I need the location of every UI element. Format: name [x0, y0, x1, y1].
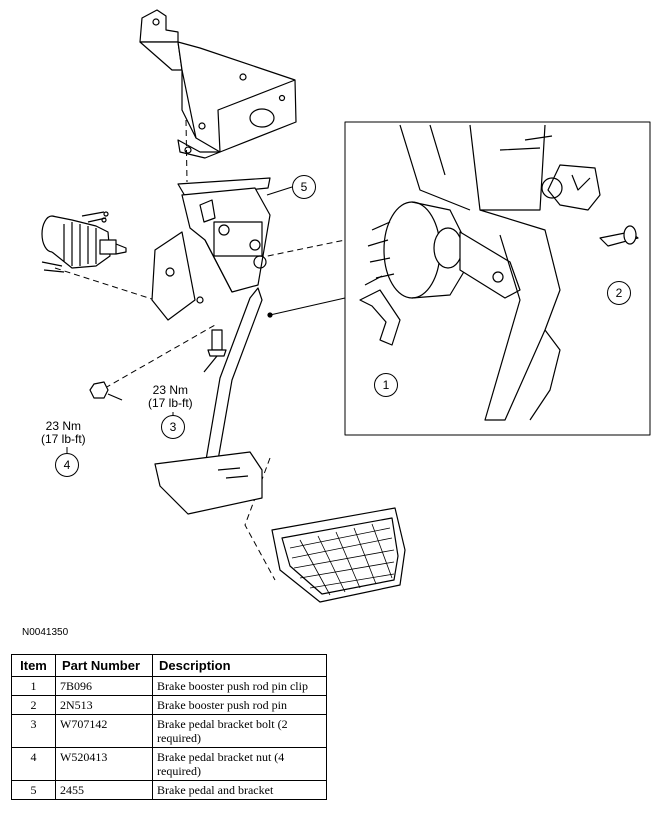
header-description: Description: [152, 654, 327, 677]
table-row: 2 2N513 Brake booster push rod pin: [11, 695, 327, 715]
row-item: 1: [11, 676, 56, 696]
callout-1: 1: [374, 373, 398, 397]
callout-5: 5: [292, 175, 316, 199]
brake-booster: [41, 211, 127, 273]
torque-annotation-nut: 23 Nm (17 lb-ft): [41, 420, 86, 446]
callout-4: 4: [55, 453, 79, 477]
torque-annotation-bolt: 23 Nm (17 lb-ft): [148, 384, 193, 410]
row-item: 2: [11, 695, 56, 715]
row-item: 5: [11, 780, 56, 800]
upper-mounting-bracket: [139, 9, 297, 159]
header-part-number: Part Number: [55, 654, 153, 677]
row-part-number: 7B096: [55, 676, 153, 696]
exploded-view-illustration: [41, 9, 651, 603]
torque-nm-nut: 23 Nm: [45, 419, 82, 433]
pedal-arm: [205, 287, 263, 461]
table-header-row: Item Part Number Description: [11, 654, 327, 677]
bracket-nut-4: [89, 381, 123, 401]
callout-2: 2: [607, 281, 631, 305]
row-item: 4: [11, 747, 56, 781]
pedal-pad-cover: [271, 507, 406, 603]
bracket-bolt-3: [203, 329, 227, 373]
row-description: Brake booster push rod pin: [152, 695, 327, 715]
pedal-pad: [154, 451, 263, 515]
torque-lbft-nut: (17 lb-ft): [41, 432, 86, 446]
row-part-number: 2N513: [55, 695, 153, 715]
pedal-bracket-assembly: [151, 177, 271, 321]
row-part-number: W707142: [55, 714, 153, 748]
table-row: 3 W707142 Brake pedal bracket bolt (2 re…: [11, 714, 327, 748]
torque-nm-bolt: 23 Nm: [152, 383, 189, 397]
figure-id: N0041350: [22, 627, 69, 638]
table-row: 5 2455 Brake pedal and bracket: [11, 780, 327, 800]
row-description: Brake pedal bracket nut (4 required): [152, 747, 327, 781]
table-row: 1 7B096 Brake booster push rod pin clip: [11, 676, 327, 696]
row-part-number: 2455: [55, 780, 153, 800]
callout-3: 3: [161, 415, 185, 439]
row-description: Brake booster push rod pin clip: [152, 676, 327, 696]
detail-inset-drawing: [359, 124, 639, 421]
row-description: Brake pedal bracket bolt (2 required): [152, 714, 327, 748]
row-item: 3: [11, 714, 56, 748]
table-row: 4 W520413 Brake pedal bracket nut (4 req…: [11, 747, 327, 781]
row-part-number: W520413: [55, 747, 153, 781]
parts-table: Item Part Number Description 1 7B096 Bra…: [11, 654, 327, 800]
torque-lbft-bolt: (17 lb-ft): [148, 396, 193, 410]
header-item: Item: [11, 654, 56, 677]
row-description: Brake pedal and bracket: [152, 780, 327, 800]
